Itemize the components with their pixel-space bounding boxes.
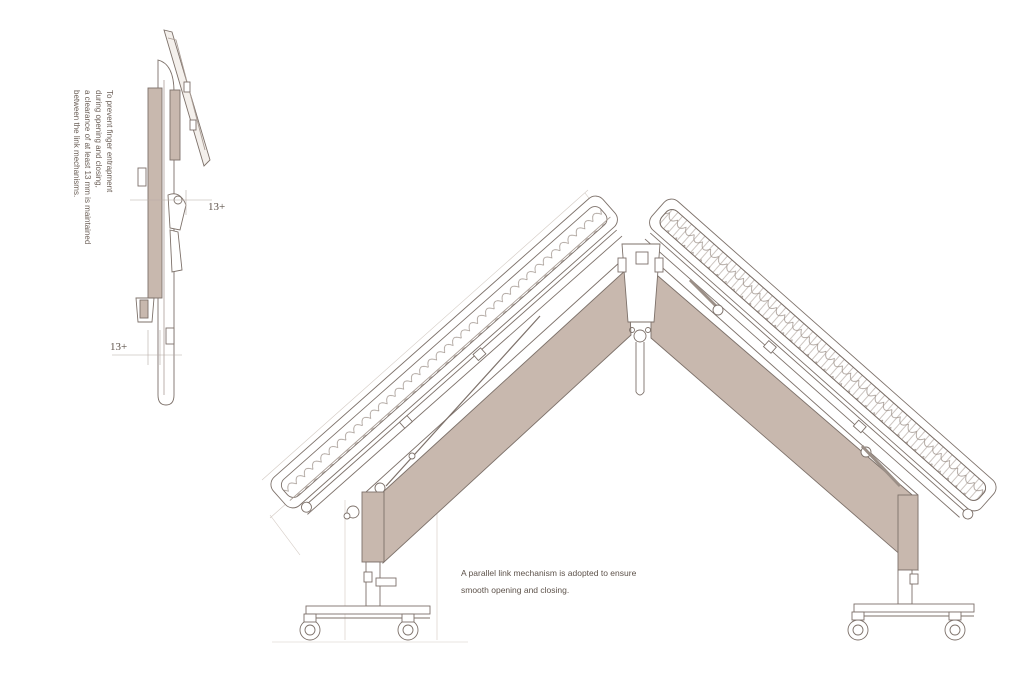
clearance-dimension-lower: 13+ [110, 341, 128, 353]
note-line: smooth opening and closing. [461, 585, 570, 595]
note-line: a clearance of at least 13 mm is maintai… [83, 90, 92, 245]
note-line: during opening and closing, [94, 90, 103, 188]
clearance-dimension-upper: 13+ [208, 201, 226, 213]
folded-side-view [112, 29, 212, 406]
finger-clearance-note: To prevent finger entrapment during open… [55, 90, 115, 245]
left-mattress [270, 195, 623, 515]
right-leg [847, 494, 975, 641]
note-line: To prevent finger entrapment [105, 90, 114, 193]
note-line: A parallel link mechanism is adopted to … [461, 568, 637, 578]
left-leg [299, 491, 431, 641]
center-hinge [621, 243, 661, 323]
link-mechanism-note: A parallel link mechanism is adopted to … [461, 565, 636, 599]
open-front-view [261, 189, 997, 643]
right-mattress [644, 198, 997, 520]
note-line: between the link mechanisms. [72, 90, 81, 198]
